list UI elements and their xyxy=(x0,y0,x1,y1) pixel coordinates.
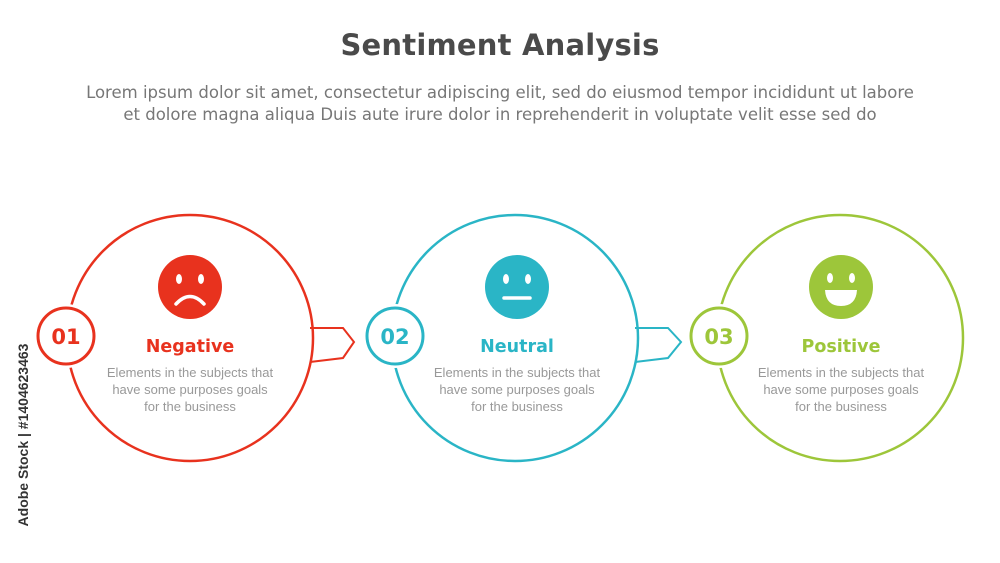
stage-negative: 01 Negative Elements in the subjects tha… xyxy=(34,213,315,463)
stage-number-badge: 01 xyxy=(34,304,98,368)
stage-number: 03 xyxy=(704,325,733,349)
stage-number-badge: 02 xyxy=(363,304,427,368)
subtitle-line-1: Lorem ipsum dolor sit amet, consectetur … xyxy=(86,83,914,102)
stage-desc-line-2: have some purposes goals xyxy=(112,382,268,397)
happy-face-icon xyxy=(809,255,873,319)
stage-number: 02 xyxy=(380,325,409,349)
stock-watermark-text: Adobe Stock | #1404623463 xyxy=(15,343,31,527)
stage-desc-line-1: Elements in the subjects that xyxy=(107,365,274,380)
stage-desc-line-2: have some purposes goals xyxy=(439,382,595,397)
connector-1-to-2 xyxy=(309,327,356,363)
stage-neutral: 02 Neutral Elements in the subjects that… xyxy=(363,213,640,463)
page-title: Sentiment Analysis xyxy=(340,28,660,62)
stage-desc-line-2: have some purposes goals xyxy=(763,382,919,397)
subtitle-line-2: et dolore magna aliqua Duis aute irure d… xyxy=(123,105,877,124)
stage-desc-line-3: for the business xyxy=(144,399,236,414)
stage-title: Positive xyxy=(802,337,881,357)
stage-number: 01 xyxy=(51,325,80,349)
neutral-face-icon xyxy=(485,255,549,319)
stage-title: Negative xyxy=(146,337,235,357)
connector-2-to-3 xyxy=(634,327,683,363)
stage-title: Neutral xyxy=(480,337,554,357)
sad-face-icon xyxy=(158,255,222,319)
stage-desc-line-3: for the business xyxy=(795,399,887,414)
stage-desc-line-1: Elements in the subjects that xyxy=(758,365,925,380)
stage-desc-line-3: for the business xyxy=(471,399,563,414)
stage-desc-line-1: Elements in the subjects that xyxy=(434,365,601,380)
stage-positive: 03 Positive Elements in the subjects tha… xyxy=(687,213,965,463)
stage-number-badge: 03 xyxy=(687,304,751,368)
page-subtitle: Lorem ipsum dolor sit amet, consectetur … xyxy=(40,82,960,126)
stock-watermark: Adobe Stock | #1404623463 xyxy=(8,310,38,560)
